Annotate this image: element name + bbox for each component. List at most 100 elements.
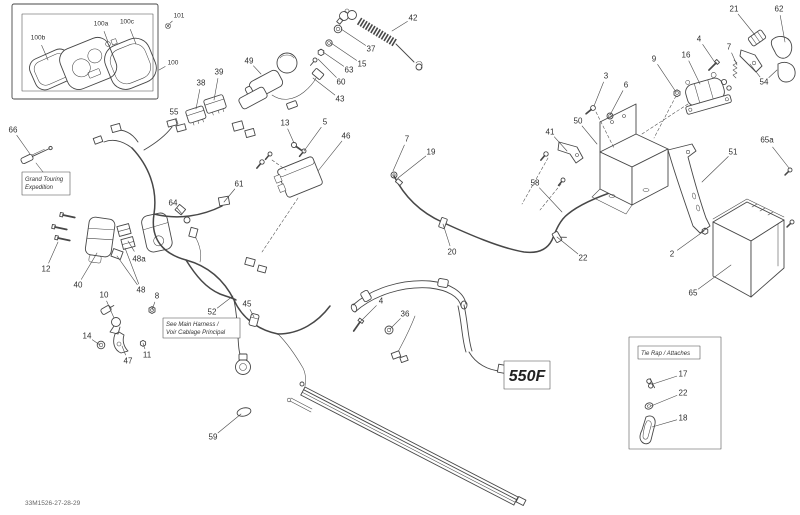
callout-19: 19 [427,148,436,157]
callout-15: 15 [358,60,367,69]
boot-62a [770,36,793,59]
nut-2 [701,227,709,235]
callout-7: 7 [405,135,410,144]
callout-9: 9 [652,55,657,64]
callout-7: 7 [727,43,732,52]
ribbed-block-21 [747,29,767,47]
callout-38: 38 [197,79,206,88]
leader-line-4 [702,44,717,65]
leader-line-37 [340,28,366,46]
callout-5: 5 [323,118,328,127]
model-code: 550F [509,368,547,385]
callout-14: 14 [83,332,92,341]
leader-line-61 [223,188,236,203]
lever-54 [739,49,763,73]
leader-line-36 [389,318,401,330]
nut-9 [673,89,681,98]
leader-line-52 [216,295,234,309]
frame-tube [350,278,510,375]
callout-21: 21 [730,5,739,14]
model-badge: 550F [503,360,551,390]
leader-line-46 [317,140,343,172]
leader-line-45 [249,309,255,318]
callout-16: 16 [682,51,691,60]
callout-55: 55 [170,108,179,117]
spring-7 [732,59,738,79]
callout-20: 20 [448,248,457,257]
leader-line-22 [556,236,579,255]
leader-line-11 [142,342,146,350]
callout-39: 39 [215,68,224,77]
tether-cord [344,8,423,71]
leader-line-100c [130,29,137,45]
callout-12: 12 [42,265,51,274]
leader-line-39 [213,78,219,101]
see-main-harness-note: See Main Harness / Voir Cablage Principa… [162,317,241,339]
leader-line-100a [103,31,109,43]
callout-50: 50 [574,117,583,126]
callout-22: 22 [679,389,688,398]
leader-line-64 [176,207,183,215]
leader-line-15 [330,42,357,61]
leader-line-48a [127,240,135,252]
leader-line-62 [779,15,786,43]
leader-line-40 [81,252,98,280]
callout-48: 48 [137,286,146,295]
hook-rod-41 [557,141,584,164]
nut-11 [139,339,147,347]
callout-22: 22 [579,254,588,263]
callout-41: 41 [546,128,555,137]
instrument-cluster-inset [11,3,171,100]
ecm-module [256,148,323,253]
callout-65: 65 [689,289,698,298]
switch-chain-64 [174,203,202,263]
leader-line-54 [768,69,778,78]
callout-40: 40 [74,281,83,290]
relay-38 [185,105,207,126]
callout-17: 17 [679,370,688,379]
leader-line-38 [195,89,201,110]
callout-64: 64 [169,199,178,208]
see-main-harness-line1: See Main Harness / [166,322,220,328]
tie-rap-label: Tie Rap / Attaches [641,351,690,357]
leader-line-20 [442,223,451,247]
callout-54: 54 [760,78,769,87]
leader-line-8 [151,301,156,311]
callout-46: 46 [342,132,351,141]
callout-4: 4 [697,35,702,44]
leader-line-51 [701,156,729,183]
callout-65a: 65a [760,136,774,145]
battery [712,198,795,298]
leader-line-63 [322,51,345,67]
callout-8: 8 [155,292,160,301]
leader-line-4 [360,305,377,322]
callout-6: 6 [624,81,629,90]
leader-line-48 [124,247,139,285]
leader-line-54 [749,63,761,78]
callout-36: 36 [401,310,410,319]
callout-61: 61 [235,180,244,189]
battery-bracket-51 [667,143,793,235]
callout-60: 60 [337,78,346,87]
headlamp-connector-group [51,203,202,354]
leader-line-2 [676,230,705,251]
callout-18: 18 [679,414,688,423]
leader-line-17 [652,375,678,385]
callout-101: 101 [174,13,185,20]
leader-line-41 [553,136,568,152]
cluster-bezel [104,37,157,90]
leader-line-47 [121,345,126,356]
leader-line-101 [167,20,173,26]
leader-line-9 [657,64,677,93]
callout-49: 49 [245,57,254,66]
leader-line-42 [391,21,408,32]
callout-13: 13 [281,119,290,128]
connector-housing-right [141,212,173,253]
leader-line-65 [697,264,732,290]
round-connector [235,353,251,375]
callout-4: 4 [379,297,384,306]
leader-line-7 [392,144,405,172]
strap-18 [639,415,656,445]
leader-line-18 [651,419,678,428]
